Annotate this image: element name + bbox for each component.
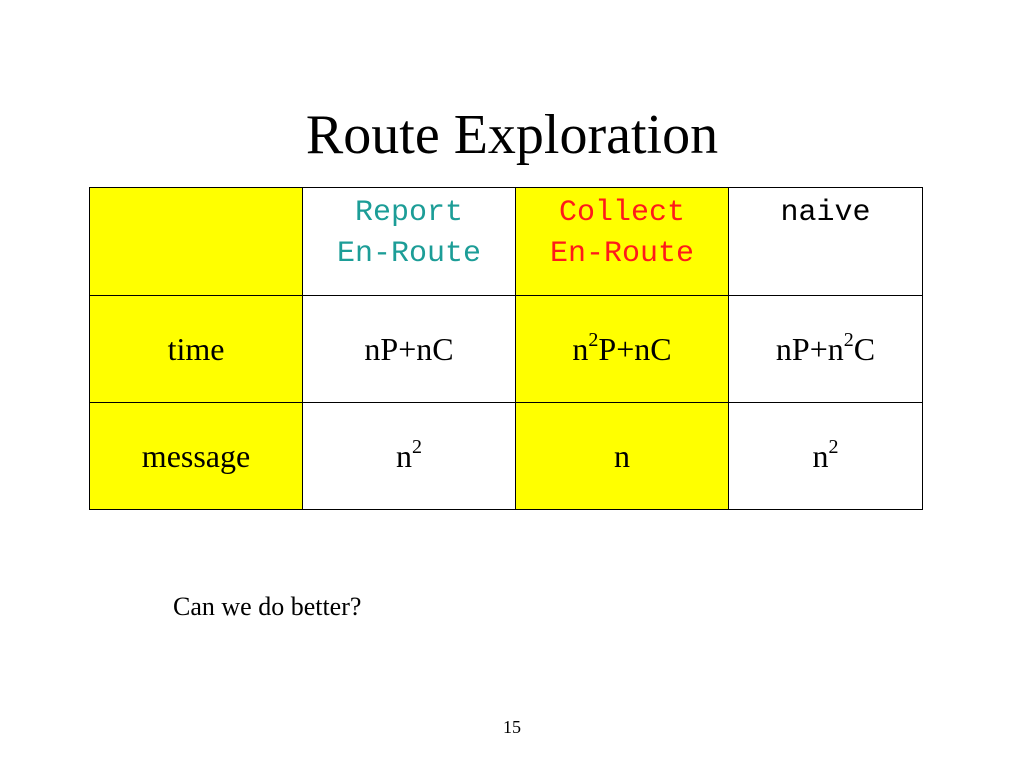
cell-text-post: P+nC <box>598 330 672 367</box>
row-label-time: time <box>89 295 303 403</box>
table-row-message: message n2 n n2 <box>89 402 923 510</box>
comparison-table: Report En-Route Collect En-Route naive t… <box>89 187 923 510</box>
cell-text-sup: 2 <box>843 328 854 351</box>
header-collect-line1: Collect <box>558 196 686 230</box>
cell-message-naive: n2 <box>728 402 923 510</box>
cell-text-pre: n <box>572 330 589 367</box>
cell-text: nP+nC <box>364 330 454 367</box>
cell-time-naive: nP+n2C <box>728 295 923 403</box>
cell-text-pre: n <box>396 437 412 474</box>
header-naive: naive <box>780 196 871 230</box>
cell-time-report: nP+nC <box>302 295 516 403</box>
cell-message-collect: n <box>515 402 729 510</box>
header-cell-empty <box>89 187 303 296</box>
slide-title: Route Exploration <box>305 104 719 166</box>
cell-text-sup: 2 <box>412 435 422 458</box>
table-row-time: time nP+nC n2P+nC nP+n2C <box>89 295 923 403</box>
cell-time-collect: n2P+nC <box>515 295 729 403</box>
cell-text-post: C <box>853 330 876 367</box>
table-header-row: Report En-Route Collect En-Route naive <box>89 187 923 296</box>
row-label-message: message <box>89 402 303 510</box>
caption-question: Can we do better? <box>173 592 362 621</box>
cell-text-sup: 2 <box>588 328 599 351</box>
header-collect-line2: En-Route <box>549 237 695 271</box>
page-number: 15 <box>503 717 521 737</box>
cell-text-pre: nP+n <box>775 330 844 367</box>
cell-text: n <box>614 437 630 474</box>
cell-text-pre: n <box>812 437 829 474</box>
cell-text-sup: 2 <box>828 435 839 458</box>
header-cell-naive: naive <box>728 187 923 296</box>
cell-message-report: n2 <box>302 402 516 510</box>
header-report-line1: Report <box>354 196 464 230</box>
header-cell-report-en-route: Report En-Route <box>302 187 516 296</box>
header-cell-collect-en-route: Collect En-Route <box>515 187 729 296</box>
header-report-line2: En-Route <box>336 237 482 271</box>
